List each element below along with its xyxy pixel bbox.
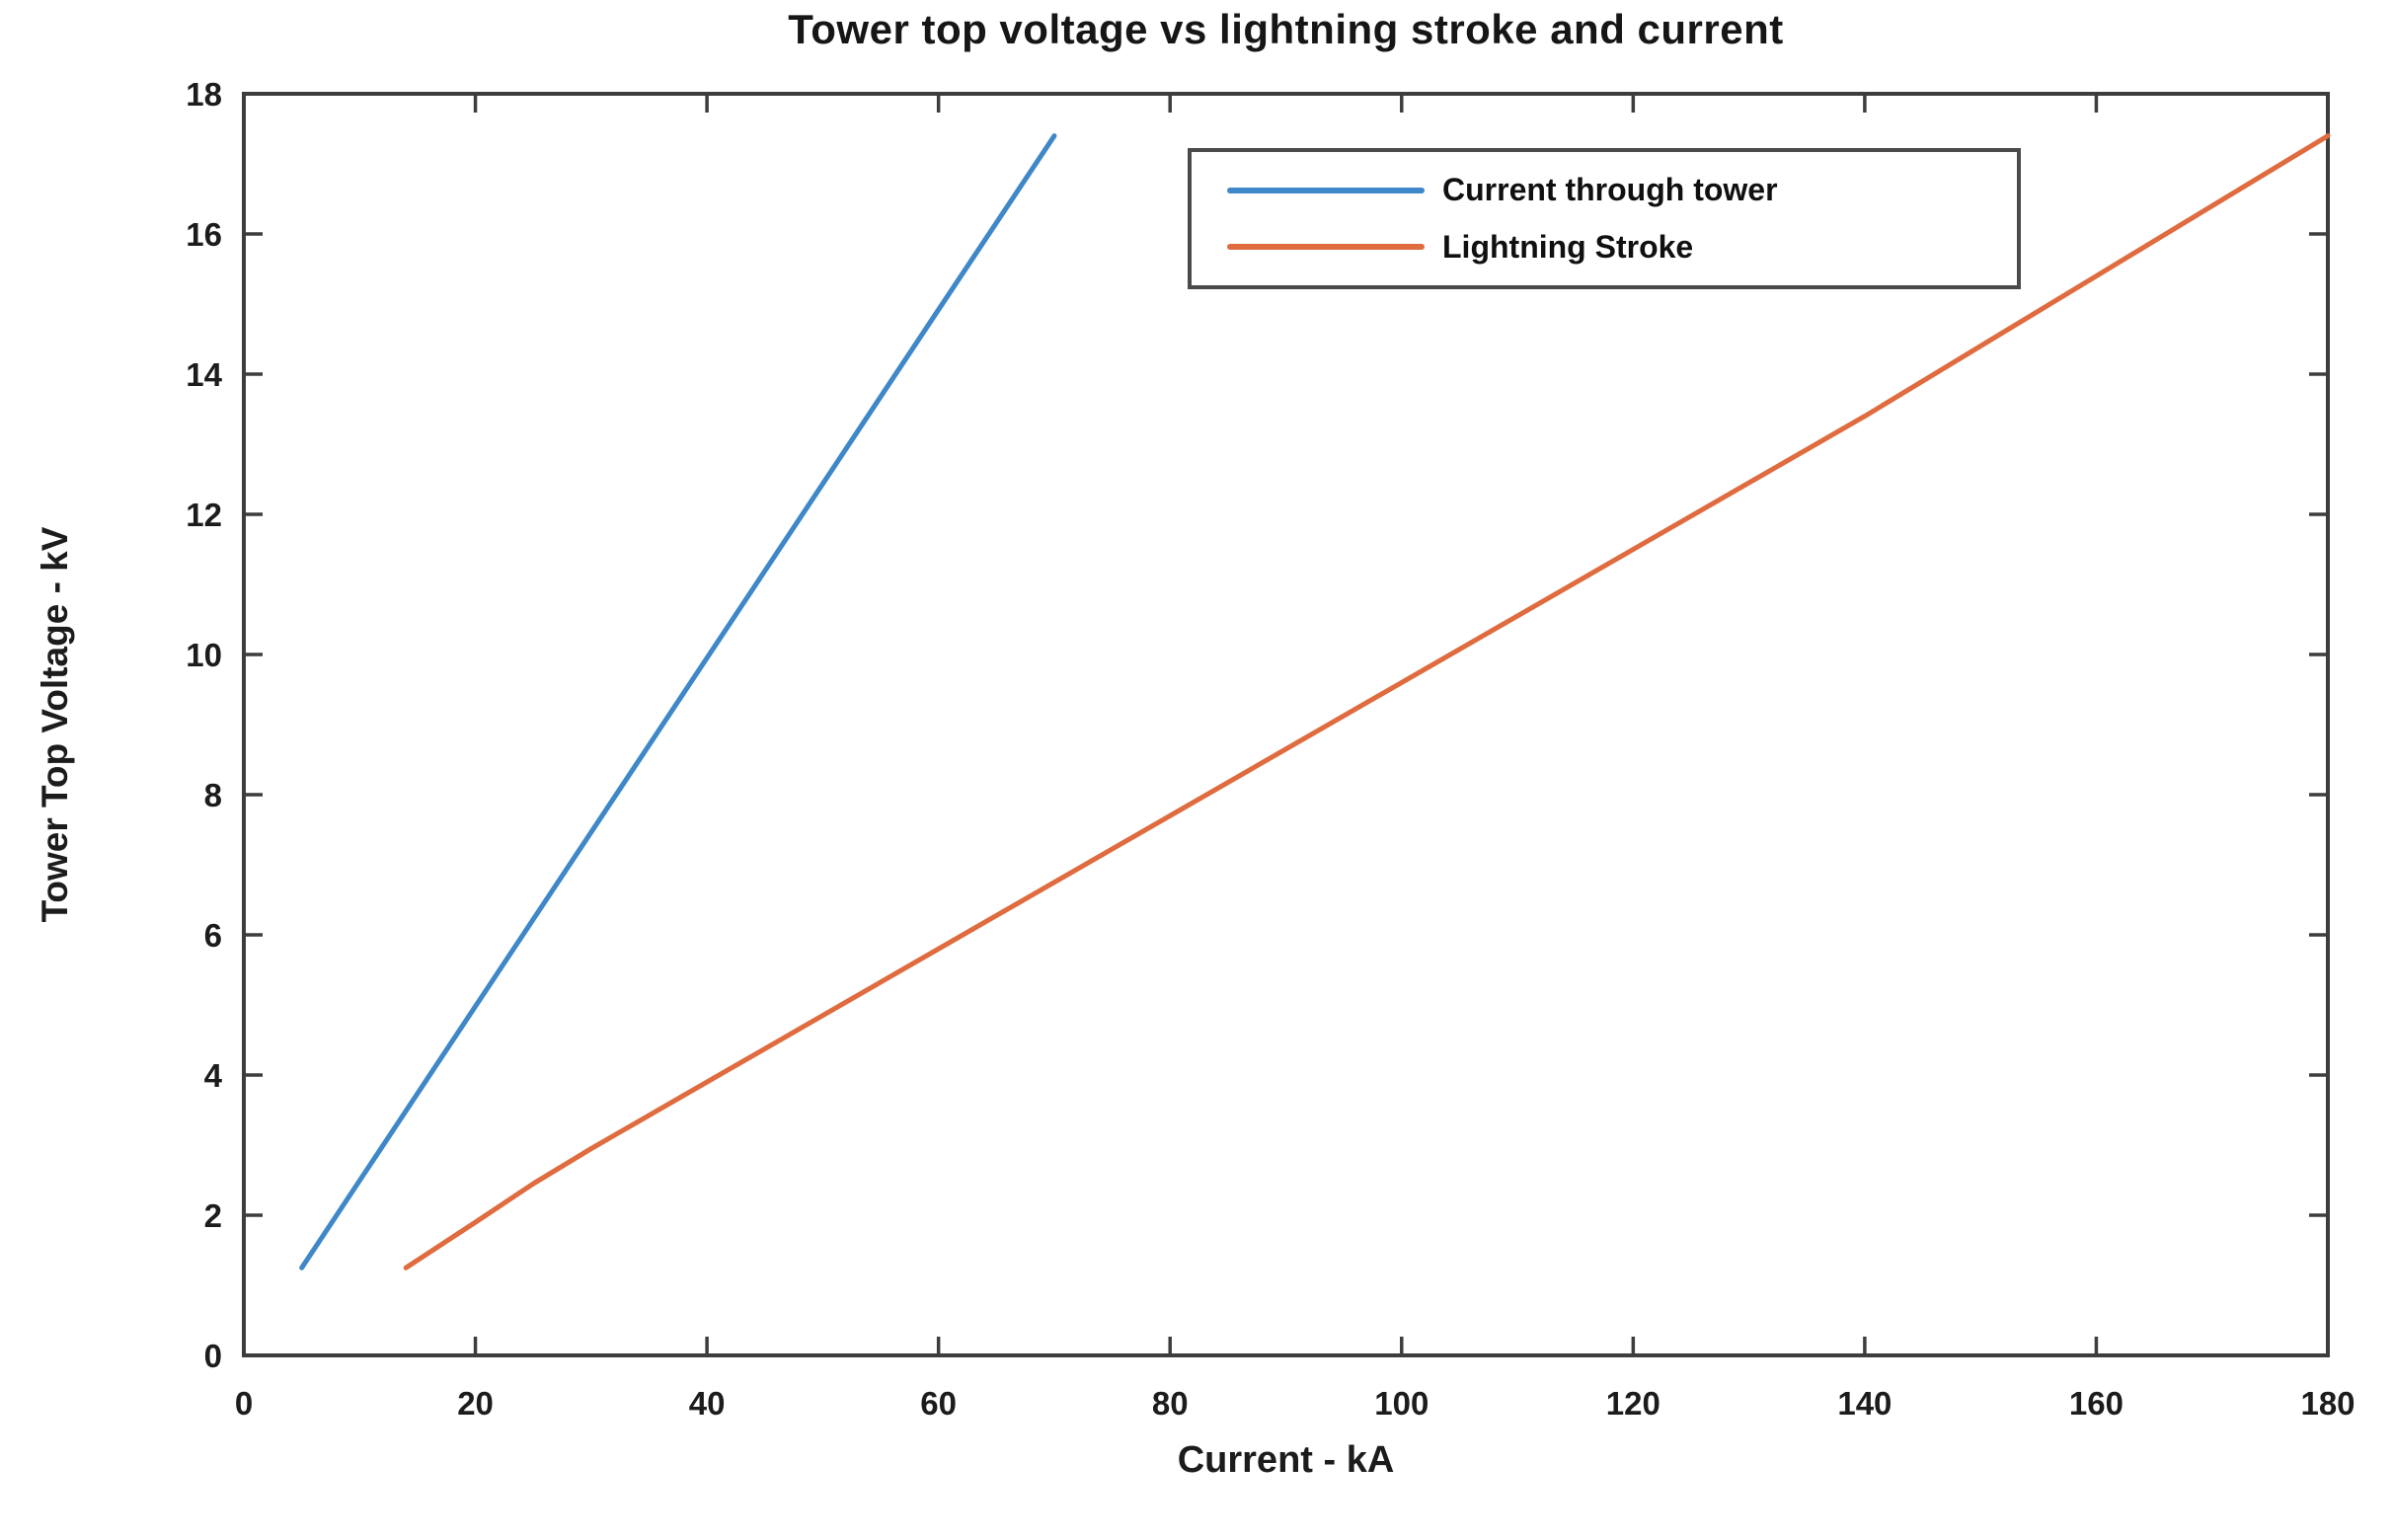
x-tick-label: 80 — [1152, 1385, 1189, 1422]
legend-swatch-line — [1227, 187, 1425, 193]
legend-item: Lightning Stroke — [1192, 229, 2017, 266]
y-tick-label: 0 — [204, 1338, 222, 1374]
y-tick-label: 18 — [186, 76, 222, 113]
legend-label: Lightning Stroke — [1442, 228, 1694, 265]
plot-frame — [242, 92, 2330, 1357]
y-tick-label: 2 — [204, 1197, 222, 1234]
legend-swatch-line — [1227, 244, 1425, 251]
x-tick-label: 140 — [1837, 1385, 1892, 1422]
y-tick-label: 8 — [204, 777, 222, 813]
y-tick-label: 10 — [186, 637, 222, 673]
x-tick-label: 60 — [920, 1385, 957, 1422]
y-tick-label: 16 — [186, 216, 222, 253]
legend-label: Current through tower — [1442, 172, 1778, 208]
x-tick-label: 160 — [2069, 1385, 2124, 1422]
y-tick-label: 12 — [186, 497, 222, 533]
x-tick-label: 40 — [689, 1385, 726, 1422]
y-tick-label: 4 — [204, 1057, 223, 1094]
x-tick-label: 0 — [235, 1385, 253, 1422]
legend: Current through tower Lightning Stroke — [1188, 148, 2021, 289]
x-tick-label: 120 — [1606, 1385, 1660, 1422]
series-line-current-through-tower — [299, 133, 1057, 1270]
chart-title: Tower top voltage vs lightning stroke an… — [788, 6, 1784, 52]
y-tick-label: 14 — [186, 356, 222, 393]
x-axis-label: Current - kA — [1177, 1439, 1395, 1481]
x-tick-label: 180 — [2300, 1385, 2355, 1422]
y-tick-label: 6 — [204, 917, 222, 954]
legend-item: Current through tower — [1192, 172, 2017, 208]
x-tick-label: 20 — [457, 1385, 494, 1422]
x-tick-label: 100 — [1374, 1385, 1429, 1422]
y-axis-label: Tower Top Voltage - kV — [35, 526, 75, 923]
series-line-lightning-stroke — [403, 133, 2331, 1270]
